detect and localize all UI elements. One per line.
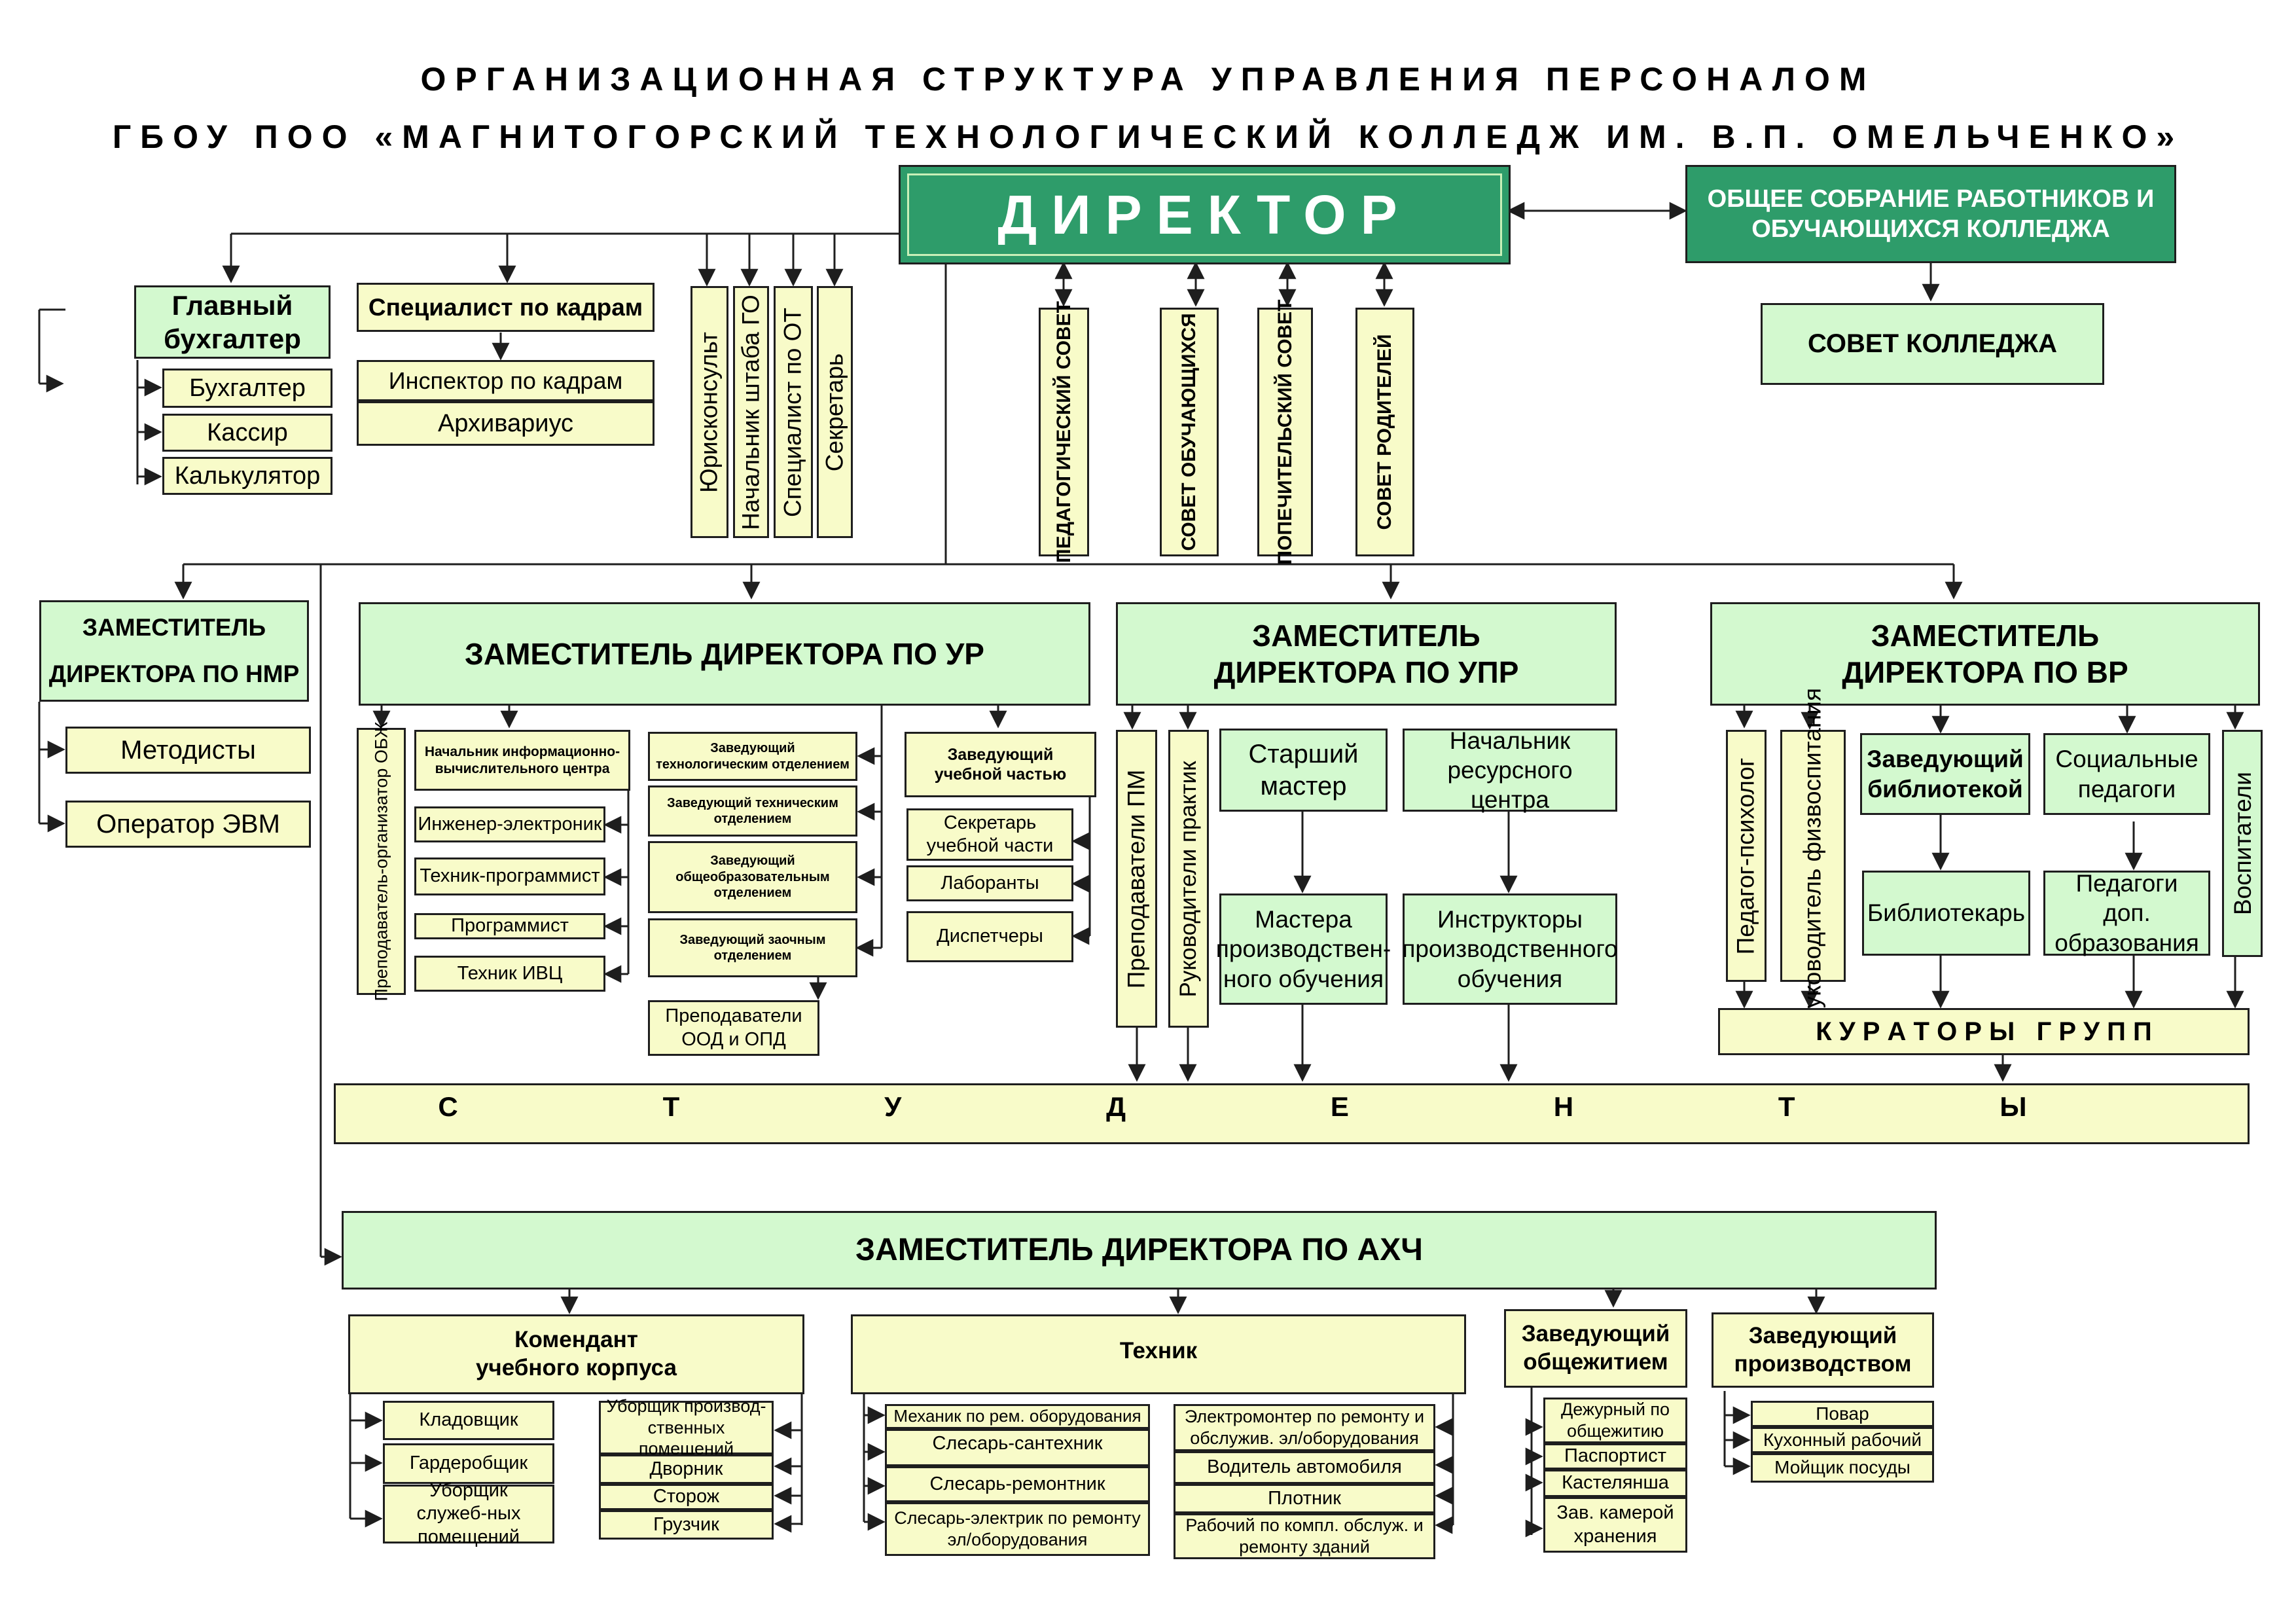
- methodists-box: Методисты: [65, 727, 311, 774]
- labor-safety-specialist-box: Специалист по ОТ: [774, 286, 813, 538]
- ivc-technician-box: Техник ИВЦ: [414, 956, 605, 992]
- correspondence-dept-head-box: Заведующий заочным отделением: [648, 918, 857, 977]
- ivc-head-box: Начальник информационно-вычислительного …: [414, 730, 630, 791]
- director-box: ДИРЕКТОР: [899, 165, 1511, 264]
- technical-dept-head-box: Заведующий техническим отделением: [648, 785, 857, 837]
- college-council-box: СОВЕТ КОЛЛЕДЖА: [1761, 303, 2104, 385]
- legal-advisor-box: Юрисконсульт: [691, 286, 728, 538]
- students-box: С Т У Д Е Н Т Ы: [334, 1083, 2250, 1144]
- ivc-programmer-box: Программист: [414, 913, 605, 939]
- deputy-ur-box: ЗАМЕСТИТЕЛЬ ДИРЕКТОРА ПО УР: [359, 602, 1090, 706]
- janitor-box: Дворник: [599, 1454, 774, 1484]
- storekeeper-box: Кладовщик: [383, 1401, 554, 1440]
- industrial-cleaner-box: Уборщик производ-ственных помещений: [599, 1396, 774, 1458]
- office-cleaner-box: Уборщик служеб-ных помещений: [383, 1480, 554, 1547]
- passport-clerk-box: Паспортист: [1543, 1443, 1687, 1470]
- calculator-box: Калькулятор: [162, 457, 332, 495]
- students-letter: Н: [1553, 1091, 1574, 1122]
- chief-accountant-box: Главный бухгалтер: [134, 285, 331, 359]
- secretary-box: Секретарь: [817, 286, 853, 538]
- deputy-ahch-box: ЗАМЕСТИТЕЛЬ ДИРЕКТОРА ПО АХЧ: [342, 1211, 1937, 1290]
- council-parents: СОВЕТ РОДИТЕЛЕЙ: [1355, 308, 1414, 556]
- students-letter: Е: [1330, 1091, 1349, 1122]
- ivc-engineer-box: Инженер-электроник: [414, 806, 605, 842]
- social-educators-box: Социальные педагоги: [2043, 733, 2210, 815]
- linen-keeper-box: Кастелянша: [1543, 1470, 1687, 1497]
- dorm-head-box: Заведующий общежитием: [1504, 1309, 1687, 1388]
- council-pedagogical: ПЕДАГОГИЧЕСКИЙ СОВЕТ: [1039, 301, 1089, 563]
- librarian-box: Библиотекарь: [1862, 871, 2030, 956]
- dishwasher-box: Мойщик посуды: [1751, 1453, 1934, 1483]
- cashier-box: Кассир: [162, 414, 332, 452]
- equipment-mechanic-box: Механик по рем. оборудования: [885, 1404, 1150, 1429]
- cook-box: Повар: [1751, 1401, 1934, 1427]
- production-head-box: Заведующий производством: [1712, 1312, 1934, 1388]
- students-letter: У: [884, 1091, 902, 1122]
- computer-operator-box: Оператор ЭВМ: [65, 801, 311, 848]
- students-letter: Т: [662, 1091, 680, 1122]
- deputy-upr-box: ЗАМЕСТИТЕЛЬ ДИРЕКТОРА ПО УПР: [1116, 602, 1617, 706]
- loader-box: Грузчик: [599, 1510, 774, 1540]
- students-letters: С Т У Д Е Н Т Ы: [336, 1085, 2129, 1128]
- civil-defense-head-box: Начальник штаба ГО: [733, 286, 769, 538]
- lab-assistants-box: Лаборанты: [906, 865, 1073, 901]
- students-letter: С: [438, 1091, 458, 1122]
- hr-specialist-box: Специалист по кадрам: [357, 283, 655, 332]
- plumber-box: Слесарь-сантехник: [885, 1429, 1150, 1466]
- storage-head-box: Зав. камерой хранения: [1543, 1497, 1687, 1553]
- group-curators-box: К У Р А Т О Р Ы Г Р У П П: [1718, 1008, 2250, 1055]
- maintenance-worker-box: Рабочий по компл. обслуж. и ремонту здан…: [1174, 1513, 1435, 1559]
- tech-dept-head-box: Заведующий технологическим отделением: [648, 732, 857, 781]
- kitchen-worker-box: Кухонный рабочий: [1751, 1427, 1934, 1453]
- psychologist-box: Педагог-психолог: [1726, 730, 1767, 982]
- educators-label: Воспитатели: [2229, 772, 2256, 915]
- senior-master-box: Старший мастер: [1219, 729, 1388, 812]
- ivc-tech-programmer-box: Техник-программист: [414, 857, 605, 895]
- educators-box: Воспитатели: [2222, 730, 2263, 957]
- cloakroom-box: Гардеробщик: [383, 1443, 554, 1484]
- general-dept-head-box: Заведующий общеобразовательным отделение…: [648, 841, 857, 913]
- director-label: ДИРЕКТОР: [997, 183, 1412, 245]
- practice-heads-box: Руководители практик: [1168, 730, 1209, 1028]
- study-secretary-box: Секретарь учебной части: [906, 808, 1073, 861]
- ood-opd-teachers-box: Преподаватели ООД и ОПД: [648, 1000, 819, 1056]
- chart-title-line1: ОРГАНИЗАЦИОННАЯ СТРУКТУРА УПРАВЛЕНИЯ ПЕР…: [420, 61, 1876, 98]
- dorm-attendant-box: Дежурный по общежитию: [1543, 1398, 1687, 1443]
- carpenter-box: Плотник: [1174, 1484, 1435, 1513]
- driver-box: Водитель автомобиля: [1174, 1451, 1435, 1484]
- students-letter: Д: [1106, 1091, 1126, 1122]
- obzh-teacher-box: Преподаватель-организатор ОБЖ: [357, 721, 406, 1001]
- commandant-box: Комендант учебного корпуса: [348, 1314, 804, 1394]
- technician-box: Техник: [851, 1314, 1466, 1394]
- library-head-box: Заведующий библиотекой: [1860, 733, 2030, 815]
- extra-ed-teachers-box: Педагоги доп. образования: [2043, 870, 2210, 956]
- archivist-box: Архивариус: [357, 401, 655, 446]
- resource-center-head-box: Начальник ресурсного центра: [1403, 727, 1617, 813]
- repair-fitter-box: Слесарь-ремонтник: [885, 1466, 1150, 1502]
- deputy-nmr-box: ЗАМЕСТИТЕЛЬ ДИРЕКТОРА ПО НМР: [39, 600, 309, 702]
- production-instructors-box: Инструкторы производственного обучения: [1402, 893, 1618, 1005]
- deputy-vr-box: ЗАМЕСТИТЕЛЬ ДИРЕКТОРА ПО ВР: [1710, 602, 2260, 706]
- council-trustees: ПОПЕЧИТЕЛЬСКИЙ СОВЕТ: [1257, 300, 1313, 565]
- dispatchers-box: Диспетчеры: [906, 911, 1073, 962]
- accountant-box: Бухгалтер: [162, 369, 332, 408]
- council-students: СОВЕТ ОБУЧАЮЩИХСЯ: [1160, 308, 1219, 556]
- general-meeting-box: ОБЩЕЕ СОБРАНИЕ РАБОТНИКОВ И ОБУЧАЮЩИХСЯ …: [1685, 165, 2176, 263]
- study-unit-head-box: Заведующий учебной частью: [905, 732, 1096, 797]
- electrician-fitter-box: Слесарь-электрик по ремонту эл/оборудова…: [885, 1502, 1150, 1556]
- hr-inspector-box: Инспектор по кадрам: [357, 360, 655, 401]
- production-masters-box: Мастера производствен-ного обучения: [1216, 893, 1391, 1005]
- students-letter: Т: [1778, 1091, 1795, 1122]
- chart-title-line2: ГБОУ ПОО «МАГНИТОГОРСКИЙ ТЕХНОЛОГИЧЕСКИЙ…: [112, 118, 2184, 155]
- guard-box: Сторож: [599, 1484, 774, 1510]
- students-letter: Ы: [2000, 1091, 2027, 1122]
- electrician-box: Электромонтер по ремонту и обслужив. эл/…: [1174, 1404, 1435, 1451]
- pm-teachers-box: Преподаватели ПМ: [1116, 730, 1157, 1028]
- phys-ed-head-box: Руководитель физвоспитания: [1780, 688, 1846, 1024]
